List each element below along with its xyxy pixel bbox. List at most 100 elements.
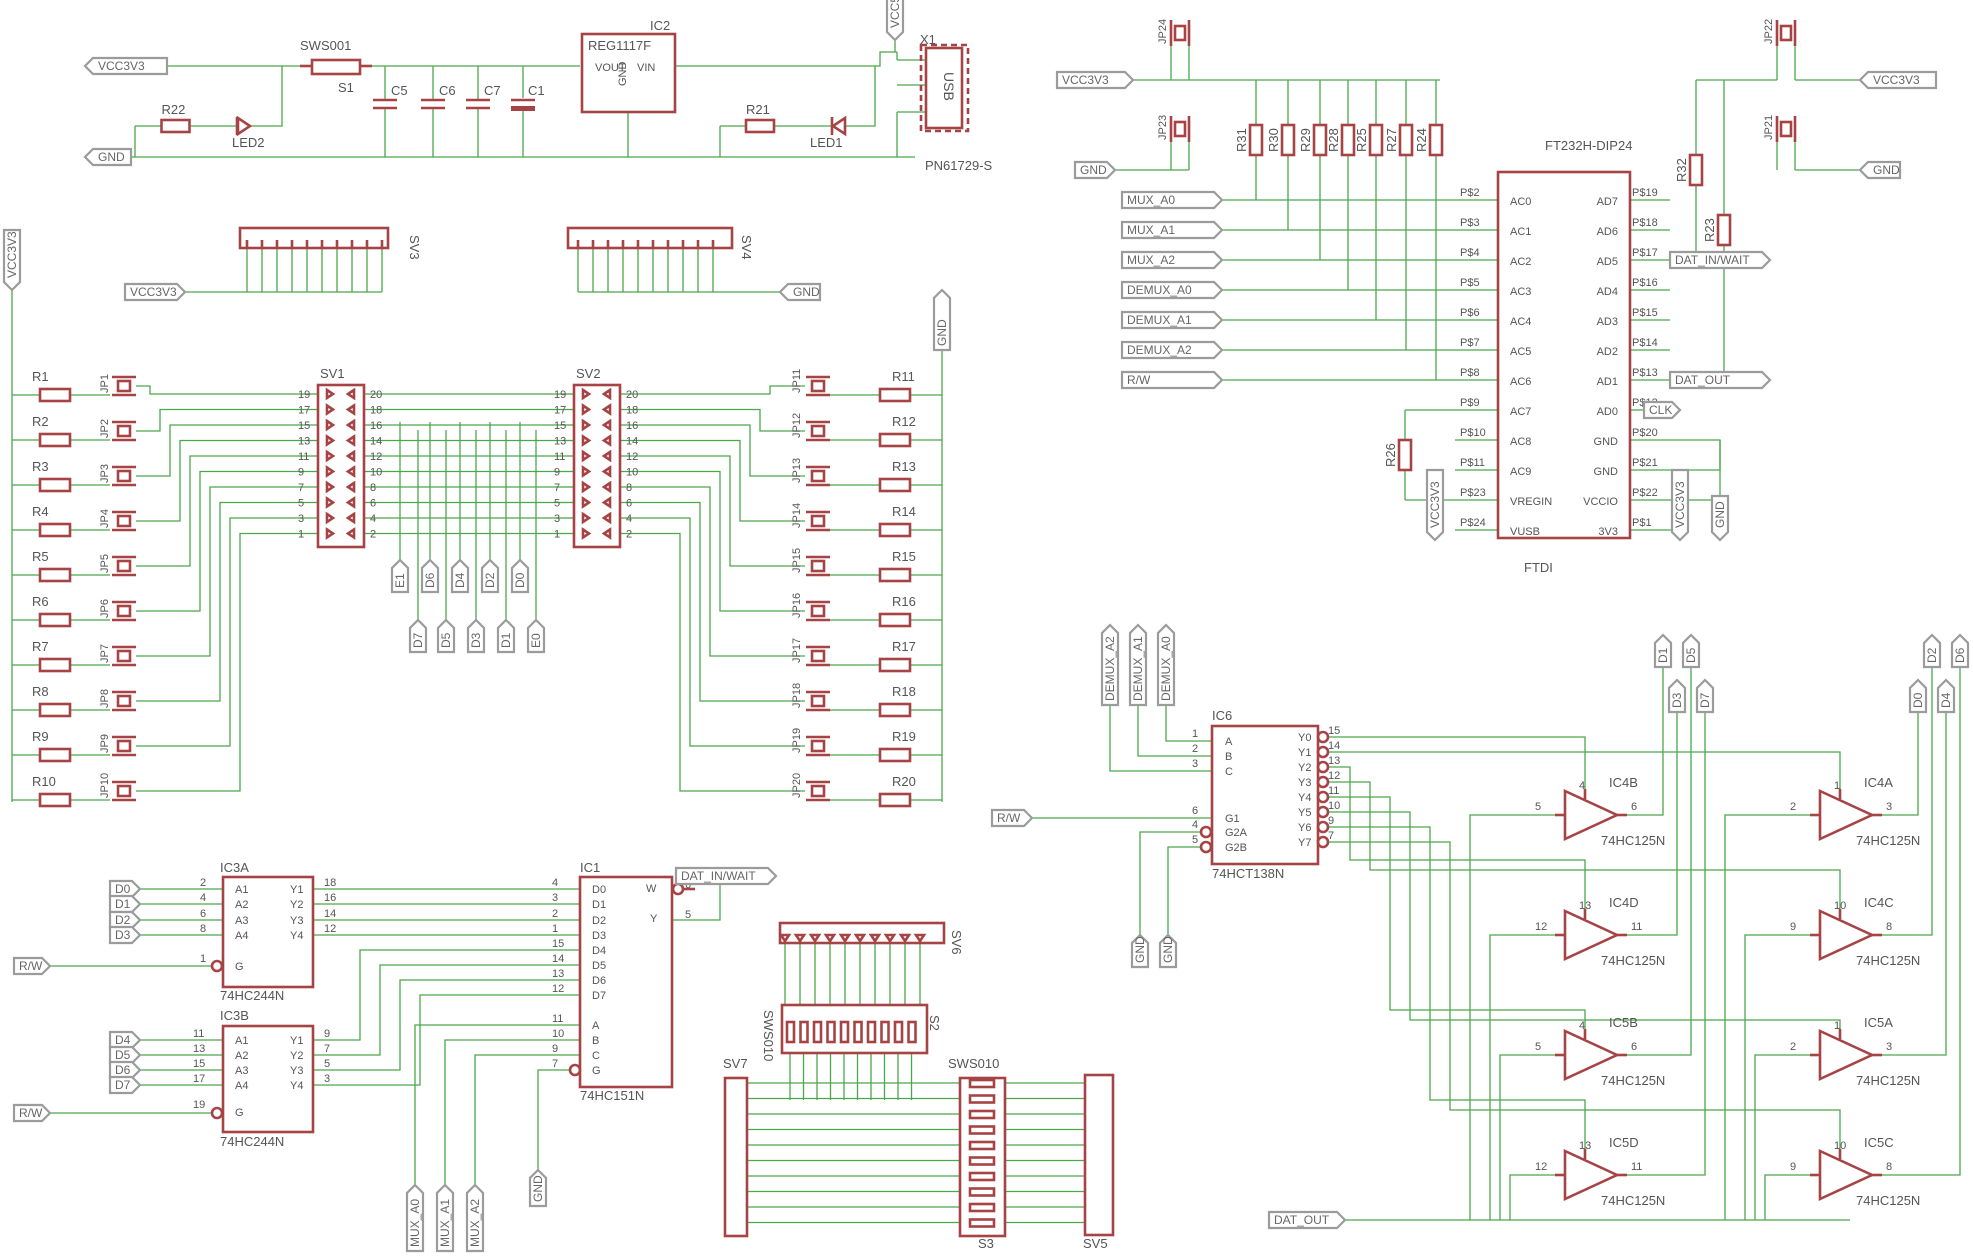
jp23-jumper (1173, 120, 1187, 138)
part-text: D7 (592, 990, 606, 1002)
wire (1328, 736, 1586, 790)
part-text: 4 (200, 892, 206, 904)
jumper-left-label: JP3 (99, 464, 111, 483)
part-text: AD6 (1597, 226, 1618, 238)
part-text: VUSB (1510, 526, 1540, 538)
resistor-right (878, 702, 912, 718)
resistor-left-label: R8 (32, 684, 49, 699)
gnd-label-right-text: GND (935, 319, 949, 346)
ic5c-buffer-name: IC5C (1864, 1135, 1894, 1150)
wire (136, 532, 318, 792)
resistor-r23 (1716, 213, 1732, 247)
wire (620, 439, 805, 522)
jumper-right (810, 559, 826, 573)
vcc3v3-label-ftdi-bottom-left (1425, 468, 1445, 542)
part-text: 2 (200, 877, 206, 889)
mux-a0-label-ic1 (405, 1183, 425, 1253)
ftdi-input-label-text: DEMUX_A0 (1127, 283, 1192, 297)
part-text: IC2 (650, 18, 670, 33)
bus-label-upper (510, 558, 530, 594)
wire (313, 949, 580, 1041)
ic4d-buffer (1563, 908, 1621, 962)
ic5b-buffer-out: 6 (1631, 1041, 1637, 1053)
mux-a1-label-ic1 (435, 1183, 455, 1253)
part-text: 4 (552, 877, 558, 889)
ic5d-buffer-out: 11 (1631, 1161, 1642, 1173)
part-text: D2 (592, 915, 606, 927)
part-text: G (235, 961, 244, 973)
part-text: C (592, 1050, 600, 1062)
part-text: A (1225, 736, 1233, 748)
part-text: P$14 (1632, 337, 1658, 349)
resistor-right (878, 657, 912, 673)
gnd-label-ftdi-right-text: GND (1873, 163, 1900, 177)
r21-resistor (744, 118, 776, 134)
s2-switch-lever (812, 1020, 823, 1044)
jumper-left (116, 694, 132, 708)
resistor-r30 (1280, 123, 1296, 157)
resistor-r28-label: R28 (1326, 128, 1341, 152)
ic5b-buffer-ctl: 4 (1579, 1020, 1585, 1032)
ic4d-buffer-part: 74HC125N (1601, 953, 1665, 968)
part-text: S3 (978, 1236, 994, 1251)
sv1-pin-left: 7 (298, 482, 304, 494)
part-text: G (592, 1065, 601, 1077)
part-text: 8 (200, 923, 206, 935)
ic5c-buffer-ctl: 10 (1834, 1140, 1846, 1152)
part-text: 7 (1328, 830, 1334, 842)
part-text: P$18 (1632, 217, 1658, 229)
wire (1882, 667, 1933, 936)
part-text: A2 (235, 1050, 248, 1062)
bus-label-lower-text: D7 (411, 632, 425, 648)
gnd-label-ic1 (528, 1168, 548, 1208)
part-text: 3 (324, 1073, 330, 1085)
rw-label-ic3b-text: R/W (19, 1106, 43, 1120)
vcc3v3-label-ftdi-left (1055, 70, 1135, 90)
gnd-label-ftdi-left-text: GND (1080, 163, 1107, 177)
wire (1744, 934, 1810, 1220)
vcc3v3-label-top-text: VCC3V3 (98, 59, 145, 73)
sv2-pin-marker (581, 511, 592, 525)
sv2-pin-marker (581, 418, 592, 432)
s3-switch-lever (968, 1156, 996, 1166)
ic3a-input-label (108, 925, 142, 945)
ftdi-input-label-text: MUX_A0 (1127, 193, 1175, 207)
jumper-right (810, 604, 826, 618)
wire (1499, 1054, 1555, 1220)
jp22-jumper-label: JP22 (1763, 19, 1775, 44)
ftdi-input-label-text: DEMUX_A2 (1127, 343, 1192, 357)
sv1-pin-right: 4 (370, 513, 376, 525)
part-text: AC1 (1510, 226, 1531, 238)
rw-label-ic3b (12, 1103, 52, 1123)
sv1-pin-marker (325, 496, 336, 509)
wire (620, 385, 805, 395)
jumper-left-label: JP2 (99, 419, 111, 438)
sv2-pin-left: 11 (554, 451, 565, 463)
jp23-jumper-label: JP23 (1157, 115, 1169, 140)
part-text: 1 (552, 923, 558, 935)
ic4a-buffer-ctl: 1 (1834, 780, 1840, 792)
ftdi-input-label-text: R/W (1127, 373, 1151, 387)
r21-resistor-label: R21 (746, 102, 770, 117)
jumper-right (810, 469, 826, 483)
part-text: P$23 (1460, 487, 1486, 499)
s2-switch-lever (907, 1020, 917, 1044)
d7-label-buf (1695, 678, 1715, 714)
part-text: 3 (1192, 758, 1198, 770)
jumper-right (810, 424, 826, 438)
sv6-pin (808, 933, 822, 944)
part-text: 74HC244N (220, 1134, 284, 1149)
sv1-pin-right: 16 (370, 420, 382, 432)
part-text: AC9 (1510, 466, 1531, 478)
wire (136, 424, 318, 477)
ic5d-buffer-part: 74HC125N (1601, 1193, 1665, 1208)
ic5a-buffer-out: 3 (1886, 1041, 1892, 1053)
part-text: A3 (235, 1065, 248, 1077)
resistor-left-label: R7 (32, 639, 49, 654)
ic5b-buffer (1563, 1028, 1621, 1082)
jumper-right (810, 784, 826, 798)
part-text: FTDI (1524, 560, 1553, 575)
sv1-pin-marker (325, 418, 336, 432)
r22-resistor-label: R22 (162, 102, 186, 117)
